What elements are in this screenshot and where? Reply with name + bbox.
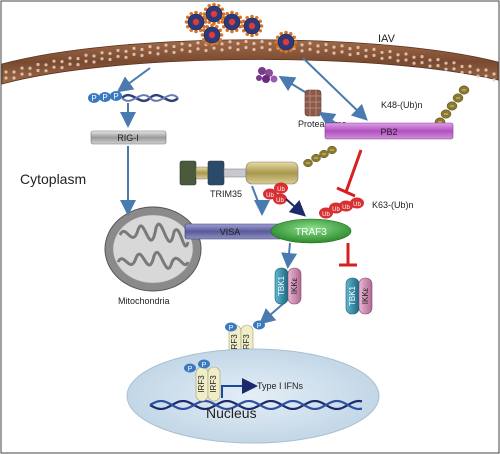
svg-text:VISA: VISA bbox=[220, 227, 241, 237]
mitochondria-label: Mitochondria bbox=[118, 296, 170, 306]
cell-membrane bbox=[1, 39, 499, 85]
virus-particle-icon bbox=[184, 2, 298, 54]
svg-text:P: P bbox=[188, 366, 193, 373]
svg-text:IKKε: IKKε bbox=[361, 287, 370, 304]
k63-label: K63-(Ub)n bbox=[372, 200, 414, 210]
svg-text:IRF3: IRF3 bbox=[197, 375, 206, 393]
k48-label: K48-(Ub)n bbox=[381, 100, 423, 110]
svg-text:IRF3: IRF3 bbox=[230, 334, 239, 352]
ub-cluster-trim35: Ub Ub Ub bbox=[263, 182, 288, 205]
mitochondrion-icon bbox=[104, 206, 202, 292]
traf3-protein: TRAF3 bbox=[270, 218, 352, 244]
arrow-traf3-to-tbk1 bbox=[281, 242, 298, 269]
irf3-dimer-nucleus: IRF3 IRF3 P P bbox=[184, 359, 221, 402]
visa-protein: VISA bbox=[184, 223, 283, 240]
dna-helix-icon bbox=[149, 399, 363, 411]
svg-text:Ub: Ub bbox=[332, 207, 340, 213]
svg-text:Ub: Ub bbox=[276, 198, 284, 204]
svg-text:PB2: PB2 bbox=[380, 127, 397, 137]
phosphate-group: P P P bbox=[88, 91, 122, 103]
rig-i-protein: RIG-I bbox=[90, 130, 167, 145]
svg-text:P: P bbox=[202, 362, 207, 369]
svg-text:Ub: Ub bbox=[342, 205, 350, 211]
nucleus-label: Nucleus bbox=[206, 405, 257, 421]
degraded-protein-icon bbox=[256, 67, 278, 83]
trim35-protein bbox=[179, 160, 299, 186]
transcription-arrow bbox=[221, 378, 258, 398]
arrow-proteasome-to-fragments bbox=[278, 75, 306, 93]
arrow-tbk1-to-irf3 bbox=[258, 302, 285, 325]
svg-text:P: P bbox=[229, 325, 234, 332]
k63-ubiquitin-chain: Ub Ub Ub Ub bbox=[319, 197, 364, 219]
svg-text:P: P bbox=[257, 323, 262, 330]
type-i-ifns-label: Type I IFNs bbox=[257, 381, 304, 391]
arrow-trim35-down bbox=[251, 185, 263, 213]
svg-text:RIG-I: RIG-I bbox=[117, 133, 139, 143]
svg-text:Ub: Ub bbox=[266, 193, 274, 199]
svg-text:P: P bbox=[113, 92, 118, 101]
tbk1-ikke-inhibited: TBK1 IKKε bbox=[345, 277, 373, 315]
svg-text:Ub: Ub bbox=[353, 202, 361, 208]
arrow-iav-to-rna bbox=[116, 67, 151, 93]
nucleus bbox=[126, 348, 380, 444]
svg-text:P: P bbox=[102, 93, 107, 102]
k48-ubiquitin-chain bbox=[434, 85, 470, 127]
svg-text:TBK1: TBK1 bbox=[277, 275, 286, 296]
svg-text:IKKε: IKKε bbox=[290, 277, 299, 294]
pb2-protein: PB2 bbox=[324, 122, 454, 140]
svg-text:Ub: Ub bbox=[322, 212, 330, 218]
tbk1-ikke-complex: TBK1 IKKε bbox=[274, 267, 302, 305]
arrow-ub-to-traf3 bbox=[285, 198, 306, 217]
svg-text:TBK1: TBK1 bbox=[348, 285, 357, 306]
svg-text:Ub: Ub bbox=[277, 187, 285, 193]
arrow-iav-to-pb2 bbox=[302, 57, 368, 121]
svg-text:TRAF3: TRAF3 bbox=[295, 227, 327, 238]
k48-ubiquitin-attached bbox=[303, 145, 337, 168]
iav-label: IAV bbox=[378, 33, 396, 45]
viral-rna: P P P bbox=[88, 91, 179, 103]
svg-text:IRF3: IRF3 bbox=[242, 334, 251, 352]
inhibit-pb2-k63 bbox=[344, 149, 363, 193]
trim35-label: TRIM35 bbox=[210, 189, 242, 199]
proteasome-icon bbox=[304, 89, 322, 117]
svg-text:P: P bbox=[91, 94, 96, 103]
svg-text:IRF3: IRF3 bbox=[209, 375, 218, 393]
cytoplasm-label: Cytoplasm bbox=[20, 171, 86, 187]
